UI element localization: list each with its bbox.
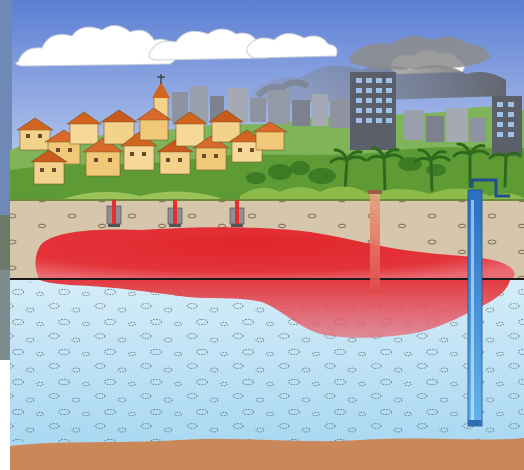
office-tower-left	[350, 72, 396, 150]
town-houses	[16, 107, 289, 185]
source-pipe-1	[106, 200, 122, 227]
bedrock-layer	[10, 438, 524, 470]
deep-pumping-well	[467, 178, 510, 427]
office-tower-right	[492, 96, 522, 156]
shallow-monitoring-well	[368, 190, 382, 294]
contaminant-plume	[35, 227, 515, 280]
city-skyline	[172, 86, 486, 142]
source-pipe-2	[167, 200, 183, 227]
leak-source-pipes	[106, 200, 245, 227]
contaminant-plume-submerged	[40, 280, 510, 338]
source-pipe-3	[229, 200, 245, 227]
